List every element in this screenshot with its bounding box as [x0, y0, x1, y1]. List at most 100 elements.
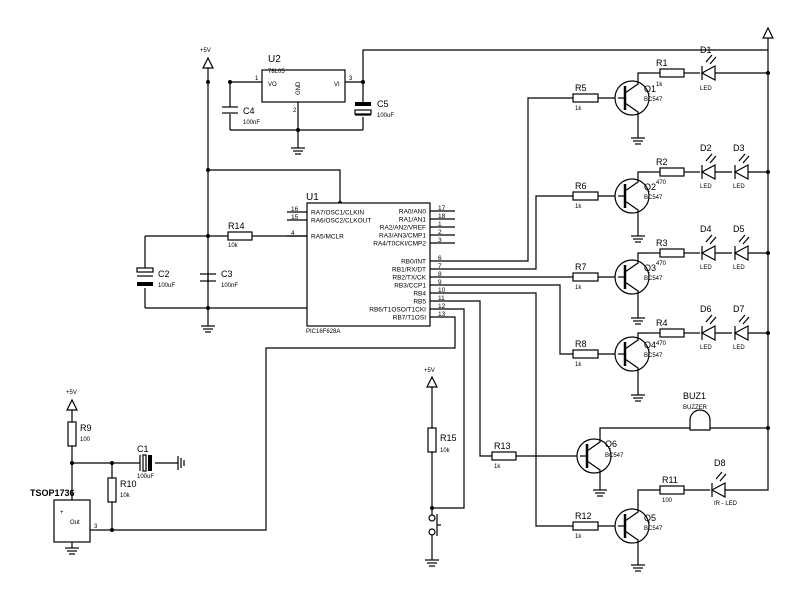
c3-ref: C3	[221, 269, 233, 279]
regulator-u2: U2 78L05 VO VI GND 1 3 2	[255, 54, 353, 114]
r8-value: 1k	[575, 362, 582, 368]
u2-ref: U2	[268, 54, 281, 65]
push-button-switch	[428, 514, 441, 536]
q4-part: BC547	[644, 353, 663, 359]
d4-ref: D4	[700, 224, 712, 234]
d6-type: LED	[700, 345, 712, 351]
resistor-r10: R10 10k	[107, 477, 137, 503]
resistor-r2: R2 470	[656, 157, 685, 186]
q1-ref: Q1	[644, 84, 656, 94]
d2-ref: D2	[700, 143, 712, 153]
r14-ref: R14	[228, 221, 245, 231]
u2-vo: VO	[268, 82, 277, 88]
r4-value: 470	[656, 341, 667, 347]
supply-5v-top-label: +5V	[200, 48, 211, 54]
led-d1: D1 LED	[700, 45, 717, 92]
r15-value: 10k	[440, 448, 451, 454]
mcu-pin-name: RB1/RX/DT	[392, 267, 426, 274]
d5-type: LED	[733, 265, 745, 271]
mcu-pin-number: 18	[438, 213, 446, 220]
power-rail-arrow	[762, 26, 774, 39]
r1-ref: R1	[656, 58, 668, 68]
c1-value: 100uF	[137, 474, 154, 480]
c2-ref: C2	[158, 269, 170, 279]
led-d7: D7 LED	[733, 304, 750, 351]
mcu-pin-number: 2	[438, 229, 442, 236]
q3-ref: Q3	[644, 263, 656, 273]
q4-ref: Q4	[644, 340, 656, 350]
ground-regulator	[291, 147, 305, 155]
mcu-pin-name: RB3/CCP1	[394, 283, 426, 290]
resistor-r12: R12 1k	[572, 511, 599, 540]
mcu-pin-number: 4	[291, 230, 295, 237]
mcu-pin-number: 1	[438, 221, 442, 228]
r15-ref: R15	[440, 433, 457, 443]
mcu-pin-name: RB6/T1OSO/T1CKI	[369, 307, 426, 314]
mcu-pin-number: 10	[438, 287, 446, 294]
capacitor-c3: C3 100nF	[200, 269, 238, 289]
supply-5v-tsop-label: +5V	[66, 390, 77, 396]
mcu-pin-name: RB5	[413, 299, 426, 306]
r9-ref: R9	[80, 423, 92, 433]
r12-ref: R12	[575, 511, 592, 521]
transistor-q1: Q1 BC547	[614, 72, 663, 116]
mcu-pin-number: 3	[438, 237, 442, 244]
r10-ref: R10	[120, 479, 137, 489]
resistor-r4: R4 470	[656, 318, 685, 347]
d4-type: LED	[700, 265, 712, 271]
ground-q2	[631, 235, 645, 243]
wires	[71, 32, 769, 565]
microcontroller-u1: U1 PIC16F628A RA7/OSC1/CLKIN16RA6/OSC2/C…	[291, 192, 446, 335]
ground-q1	[631, 137, 645, 145]
r1-value: 1k	[656, 82, 663, 88]
resistor-r11: R11 100	[659, 475, 685, 504]
mcu-pin-name: RA6/OSC2/CLKOUT	[311, 218, 371, 225]
ir-receiver-tsop1736: TSOP1736 Out 3 +	[30, 488, 98, 543]
mcu-pin-name: RA5/MCLR	[311, 234, 344, 241]
ground-q6	[593, 489, 607, 497]
q3-part: BC547	[644, 276, 663, 282]
capacitor-c5: C5 100uF	[354, 99, 394, 119]
resistor-r15: R15 10k	[427, 427, 457, 454]
led-d5: D5 LED	[733, 224, 750, 271]
r9-value: 100	[80, 437, 91, 443]
u2-part: 78L05	[268, 69, 285, 75]
tsop-pin3: 3	[94, 524, 98, 530]
d7-ref: D7	[733, 304, 745, 314]
supply-5v-switch-label: +5V	[424, 368, 435, 374]
mcu-pin-number: 6	[438, 255, 442, 262]
ground-c1	[177, 456, 185, 470]
mcu-pin-number: 15	[291, 214, 299, 221]
resistor-r14: R14 10k	[227, 221, 253, 249]
r11-value: 100	[662, 498, 673, 504]
u2-vi: VI	[334, 82, 340, 88]
ground-c2-c3	[201, 308, 215, 333]
mcu-pin-name: RA0/AN0	[399, 209, 426, 216]
mcu-pin-name: RA3/AN3/CMP1	[379, 233, 426, 240]
q6-part: BC547	[605, 453, 624, 459]
q5-part: BC547	[644, 526, 663, 532]
capacitor-c1: C1 100uF	[137, 444, 154, 480]
buzzer-buz1: BUZ1 BUZZER	[683, 391, 711, 431]
resistor-r1: R1 1k	[656, 58, 685, 88]
capacitor-c2: C2 100uF	[136, 267, 175, 289]
transistor-q4: Q4 BC547	[614, 332, 663, 372]
resistor-r5: R5 1k	[572, 83, 599, 112]
d3-ref: D3	[733, 143, 745, 153]
c3-value: 100nF	[221, 283, 238, 289]
mcu-pin-number: 8	[438, 271, 442, 278]
c2-value: 100uF	[158, 283, 175, 289]
u1-ref: U1	[306, 192, 319, 203]
resistor-r7: R7 1k	[572, 262, 599, 291]
u2-pin2: 2	[293, 108, 297, 114]
u1-part: PIC16F628A	[306, 329, 340, 335]
u2-pin1: 1	[255, 76, 259, 82]
transistor-q6: Q6 BC547	[576, 438, 624, 474]
ground-q5	[631, 564, 645, 572]
resistor-r3: R3 470	[656, 238, 685, 267]
supply-5v-top: +5V	[200, 48, 214, 69]
led-d2: D2 LED	[700, 143, 717, 190]
buz1-part: BUZZER	[683, 405, 708, 411]
resistor-r8: R8 1k	[572, 339, 599, 368]
